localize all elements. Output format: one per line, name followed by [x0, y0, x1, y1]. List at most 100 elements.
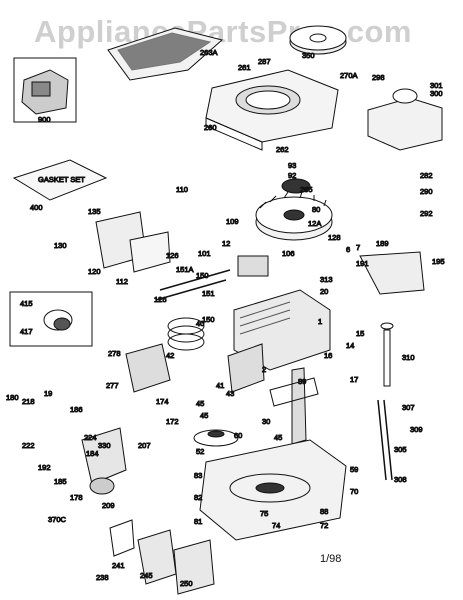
callout-6: 6 [346, 245, 350, 254]
callout-17: 17 [350, 375, 358, 384]
callout-262: 262 [276, 145, 289, 154]
callout-110: 110 [176, 185, 188, 194]
callout-189: 189 [376, 239, 389, 248]
callout-195: 195 [432, 257, 445, 266]
callout-178: 178 [70, 493, 83, 502]
rewind-starter [289, 25, 347, 55]
callout-52: 52 [196, 447, 204, 456]
blade-adapter [193, 429, 239, 447]
callout-250: 250 [180, 579, 193, 588]
watermark-text: AppliancePartsPros.com [34, 14, 412, 49]
callout-350: 350 [302, 51, 315, 60]
callout-93: 93 [288, 161, 296, 170]
callout-282: 282 [420, 171, 433, 180]
callout-292: 292 [420, 209, 433, 218]
callout-261: 261 [238, 63, 251, 72]
callout-313: 313 [320, 275, 333, 284]
callout-185: 185 [54, 477, 67, 486]
callout-301: 301 [430, 81, 443, 90]
callout-83: 83 [194, 471, 202, 480]
air-filter-elements [109, 519, 215, 595]
callout-150-lower: 150 [202, 315, 215, 324]
callout-2: 2 [262, 365, 266, 374]
fuel-tank [367, 88, 443, 151]
callout-224: 224 [84, 433, 97, 442]
callout-92: 92 [288, 171, 296, 180]
callout-265: 265 [300, 185, 313, 194]
callout-106: 106 [282, 249, 295, 258]
callout-81: 81 [194, 517, 202, 526]
callout-305: 305 [394, 445, 407, 454]
callout-209: 209 [102, 501, 115, 510]
callout-109: 109 [226, 217, 239, 226]
callout-120: 120 [88, 267, 101, 276]
callout-263A: 263A [200, 48, 218, 57]
callout-180: 180 [6, 393, 19, 402]
callout-75: 75 [260, 509, 268, 518]
flywheel [255, 191, 333, 241]
callout-308: 308 [394, 475, 407, 484]
callout-260: 260 [204, 123, 217, 132]
callout-82: 82 [194, 493, 202, 502]
piston-and-rings [167, 317, 265, 393]
callout-45-b: 45 [200, 411, 208, 420]
muffler-guard [125, 343, 171, 393]
callout-370C: 370C [48, 515, 67, 524]
callout-80: 80 [312, 205, 320, 214]
callout-300: 300 [430, 89, 443, 98]
callout-labels: 263A 287 350 261 270A 260 262 298 301 30… [6, 48, 446, 589]
date-code: 1/98 [320, 553, 342, 565]
callout-174: 174 [156, 397, 169, 406]
callout-238: 238 [96, 573, 109, 582]
dipstick [380, 322, 394, 387]
callout-7: 7 [356, 243, 360, 252]
callout-15: 15 [356, 329, 364, 338]
callout-192: 192 [38, 463, 51, 472]
oil-fill-tube [377, 399, 393, 481]
callout-1: 1 [318, 317, 322, 326]
callout-14: 14 [346, 341, 354, 350]
callout-101: 101 [198, 249, 211, 258]
callout-245: 245 [140, 571, 153, 580]
callout-310: 310 [402, 353, 415, 362]
callout-151: 151 [202, 289, 215, 298]
blower-housing [205, 69, 339, 151]
callout-172: 172 [166, 417, 179, 426]
callout-218: 218 [22, 397, 35, 406]
callout-330: 330 [98, 441, 111, 450]
callout-222: 222 [22, 441, 35, 450]
callout-417: 417 [20, 327, 33, 336]
gasket-set-envelope: GASKET SET [12, 159, 108, 201]
engine-inset [13, 57, 77, 123]
callout-43: 43 [226, 389, 234, 398]
callout-207: 207 [138, 441, 151, 450]
callout-307: 307 [402, 403, 415, 412]
callout-151A: 151A [176, 265, 194, 274]
carburetor [81, 427, 127, 495]
callout-186: 186 [70, 405, 83, 414]
callout-89: 89 [298, 377, 306, 386]
callout-12: 12 [222, 239, 230, 248]
callout-184: 184 [86, 449, 99, 458]
callout-278: 278 [108, 349, 121, 358]
callout-298: 298 [372, 73, 385, 82]
engine-sump [199, 439, 347, 541]
callout-150-upper: 150 [196, 271, 209, 280]
callout-270A: 270A [340, 71, 358, 80]
callout-42: 42 [166, 351, 174, 360]
callout-72: 72 [320, 521, 328, 530]
callout-60: 60 [234, 431, 242, 440]
governor-bracket [359, 251, 425, 295]
crankshaft [269, 367, 319, 445]
starter-cup [281, 178, 311, 194]
callout-45-a: 45 [196, 399, 204, 408]
callout-126-upper: 126 [166, 251, 179, 260]
callout-41: 41 [216, 381, 224, 390]
callout-45-c: 45 [274, 433, 282, 442]
callout-126-lower: 126 [154, 295, 167, 304]
callout-135: 135 [88, 207, 101, 216]
callout-74: 74 [272, 521, 280, 530]
callout-309: 309 [410, 425, 423, 434]
callout-19: 19 [44, 389, 52, 398]
